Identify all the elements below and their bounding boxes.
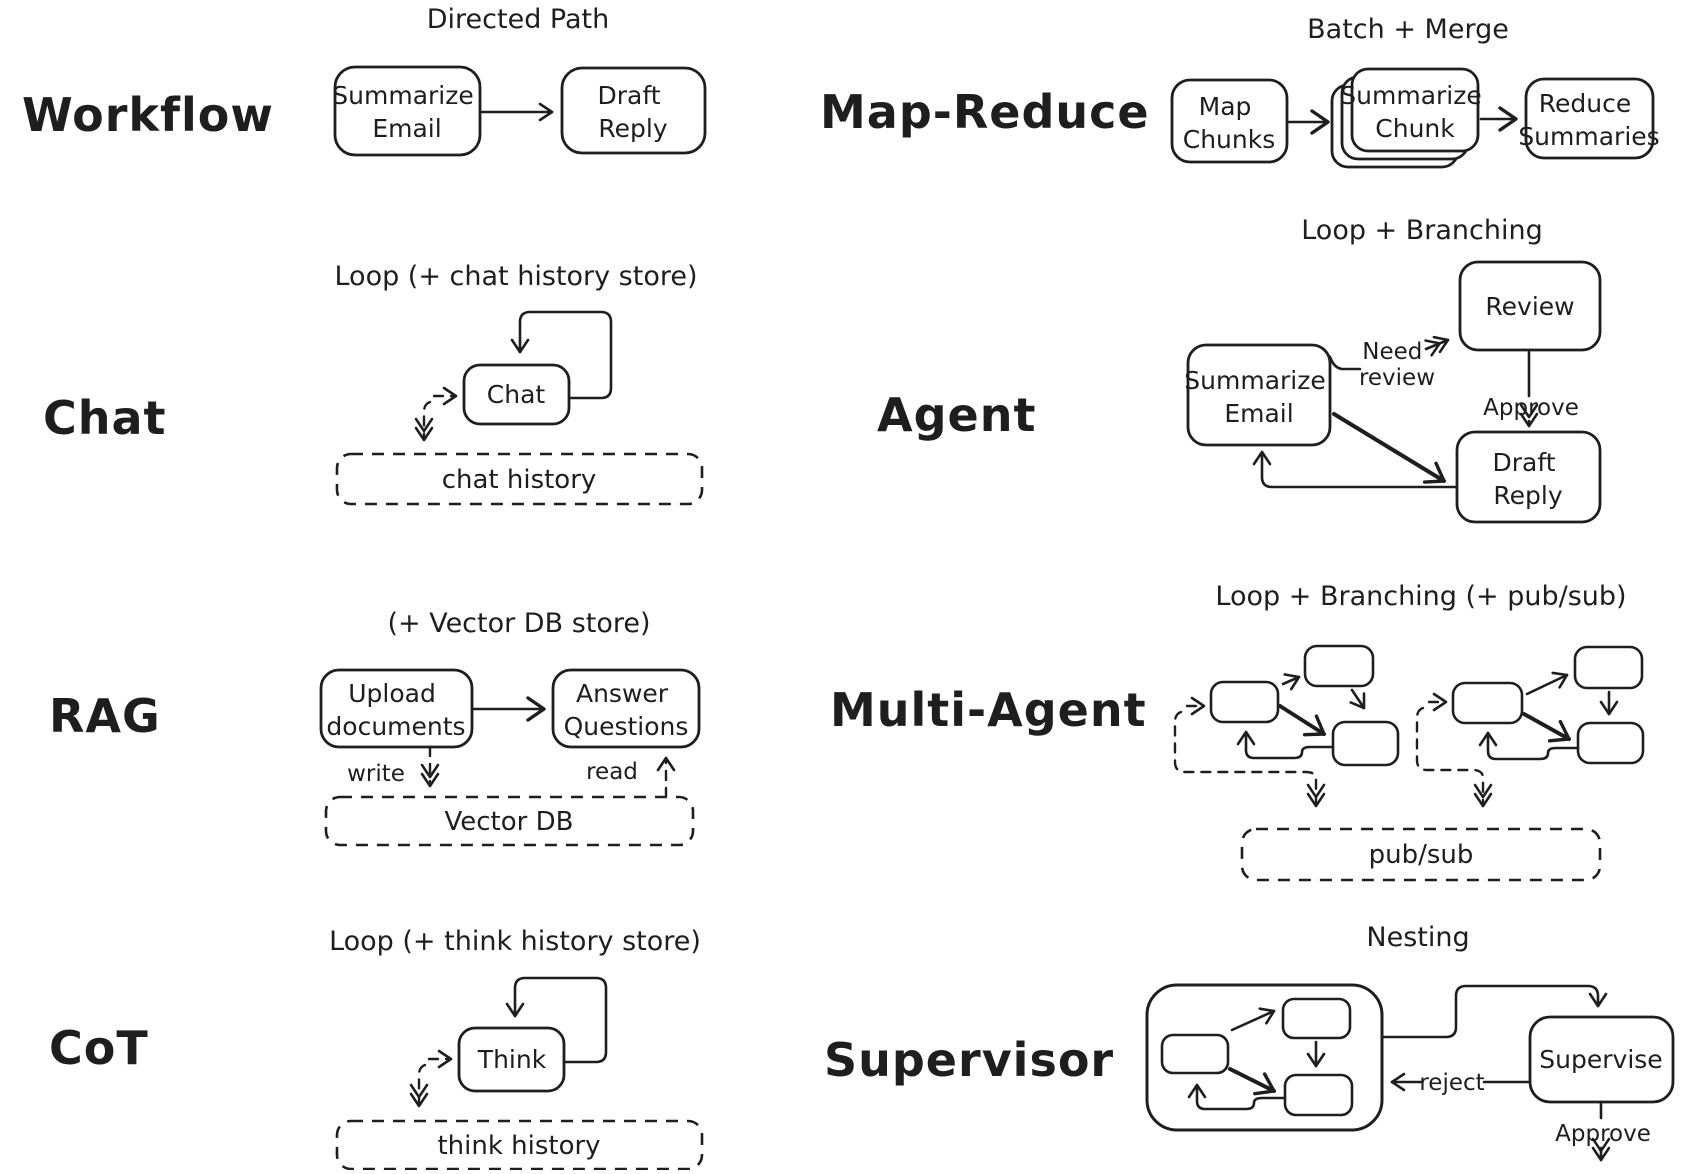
node-agent-draft-reply-label: Draft Reply xyxy=(1493,448,1564,510)
nested-bottom-box xyxy=(1283,1073,1354,1117)
arrow-think-to-history xyxy=(409,1063,429,1108)
node-summarize-email-label: Summarize Email xyxy=(332,81,481,143)
node-think-box xyxy=(457,1026,566,1093)
node-review-box xyxy=(1458,260,1602,352)
node-draft-reply-box xyxy=(560,66,707,155)
node-agent-summarize-email-box xyxy=(1186,343,1332,447)
node-summarize-chunk-label: Summarize Chunk xyxy=(1340,81,1489,143)
store-chat-history-box xyxy=(335,452,704,506)
section-chat: Chat Loop (+ chat history store) Chat ch… xyxy=(43,261,704,506)
section-cot: CoT Loop (+ think history store) Think t… xyxy=(49,926,704,1171)
arrow-summarize-to-draft-agent xyxy=(1332,412,1446,484)
cluster1-loop-back xyxy=(1236,730,1335,760)
nested-arrow-left-to-bottom xyxy=(1228,1067,1276,1096)
nested-top-box xyxy=(1281,997,1352,1040)
store-pubsub-box xyxy=(1240,827,1602,882)
nested-loop-back xyxy=(1187,1083,1287,1111)
section-label-chat: Chat xyxy=(43,391,167,445)
cluster2-arrow-left-to-bottom xyxy=(1522,712,1571,743)
edge-need-review-leader xyxy=(1328,355,1362,371)
cluster2-arrow-left-to-top xyxy=(1525,671,1569,696)
node-reduce-summaries-box xyxy=(1524,77,1655,160)
edge-label-write: write xyxy=(347,761,405,787)
multi-agent-cluster-1 xyxy=(1173,644,1400,808)
cluster2-loop-back xyxy=(1478,731,1580,761)
store-vector-db-label: Vector DB xyxy=(445,807,574,837)
arrow-container-to-supervise xyxy=(1380,984,1608,1039)
section-label-multi-agent: Multi-Agent xyxy=(830,683,1147,737)
node-agent-summarize-email-label: Summarize Email xyxy=(1184,366,1333,428)
node-answer-questions-box xyxy=(551,668,701,749)
section-label-cot: CoT xyxy=(49,1021,149,1075)
node-supervise-label: Supervise xyxy=(1539,1045,1662,1074)
section-label-rag: RAG xyxy=(49,689,161,743)
edge-label-approve: Approve xyxy=(1483,395,1579,421)
cluster1-bottom-box xyxy=(1331,720,1400,767)
cluster2-dashed-to-pubsub xyxy=(1415,706,1493,808)
section-title-multi-agent: Loop + Branching (+ pub/sub) xyxy=(1215,581,1626,612)
section-label-workflow: Workflow xyxy=(22,88,274,142)
node-answer-questions-label: Answer Questions xyxy=(564,679,689,741)
store-chat-history-label: chat history xyxy=(442,465,597,495)
node-think-label: Think xyxy=(477,1045,547,1074)
node-summarize-chunk-box xyxy=(1350,67,1480,153)
node-chat-box xyxy=(462,363,571,426)
section-rag: RAG (+ Vector DB store) Upload documents… xyxy=(49,608,701,847)
cluster2-top-box xyxy=(1573,645,1644,690)
node-agent-draft-reply-box xyxy=(1455,430,1602,524)
section-label-agent: Agent xyxy=(877,388,1036,442)
section-multi-agent: Multi-Agent Loop + Branching (+ pub/sub) xyxy=(830,581,1645,882)
multi-agent-cluster-2 xyxy=(1415,645,1645,808)
store-think-history-box xyxy=(335,1119,704,1171)
edge-label-need-review: Need review xyxy=(1359,339,1435,391)
section-label-supervisor: Supervisor xyxy=(824,1033,1114,1087)
cluster1-dashed-to-pubsub xyxy=(1173,710,1326,808)
section-title-map-reduce: Batch + Merge xyxy=(1307,14,1509,45)
edge-label-reject: reject xyxy=(1419,1070,1484,1096)
node-summarize-email-box xyxy=(333,65,482,157)
node-map-chunks-box xyxy=(1170,78,1289,164)
section-agent: Agent Loop + Branching Review Summarize … xyxy=(877,215,1602,524)
store-vector-db-box xyxy=(324,795,695,847)
node-chat-label: Chat xyxy=(487,380,546,409)
edge-label-read: read xyxy=(586,759,638,785)
section-title-workflow: Directed Path xyxy=(427,4,610,35)
node-upload-documents-box xyxy=(319,668,474,749)
cluster1-top-box xyxy=(1303,644,1375,688)
arrow-chat-to-history xyxy=(414,400,434,442)
arrow-chat-self-loop xyxy=(510,310,613,400)
node-map-chunks-label: Map Chunks xyxy=(1183,92,1276,154)
nested-arrow-left-to-top xyxy=(1230,1007,1276,1032)
section-title-supervisor: Nesting xyxy=(1366,922,1469,953)
section-label-map-reduce: Map-Reduce xyxy=(820,85,1150,139)
arrow-think-self-loop xyxy=(505,976,608,1064)
node-draft-reply-label: Draft Reply xyxy=(598,81,669,143)
nested-left-box xyxy=(1160,1033,1230,1075)
cluster1-arrow-left-to-top xyxy=(1281,673,1301,691)
cluster1-left-box xyxy=(1209,680,1280,724)
node-review-label: Review xyxy=(1485,292,1574,321)
arrow-draft-back-to-summarize xyxy=(1252,450,1459,489)
section-map-reduce: Map-Reduce Batch + Merge Map Chunks Summ… xyxy=(820,14,1660,169)
section-title-agent: Loop + Branching xyxy=(1301,215,1543,246)
cluster2-left-box xyxy=(1451,681,1524,725)
section-workflow: Workflow Directed Path Summarize Email D… xyxy=(22,4,707,157)
section-title-cot: Loop (+ think history store) xyxy=(329,926,701,957)
section-title-chat: Loop (+ chat history store) xyxy=(334,261,697,292)
cluster2-bottom-box xyxy=(1576,721,1645,765)
store-think-history-label: think history xyxy=(437,1131,600,1161)
node-upload-documents-label: Upload documents xyxy=(326,679,465,741)
edge-label-approve-supervisor: Approve xyxy=(1555,1121,1651,1147)
cluster1-arrow-left-to-bottom xyxy=(1278,704,1326,737)
store-pubsub-label: pub/sub xyxy=(1369,840,1474,870)
arrow-need-review-to-review xyxy=(1424,335,1450,357)
section-supervisor: Supervisor Nesting Supervise reject Appr… xyxy=(824,922,1675,1162)
section-title-rag: (+ Vector DB store) xyxy=(387,608,650,639)
cluster1-arrow-top-to-bottom xyxy=(1349,688,1366,710)
node-reduce-summaries-label: Reduce Summaries xyxy=(1518,89,1659,151)
